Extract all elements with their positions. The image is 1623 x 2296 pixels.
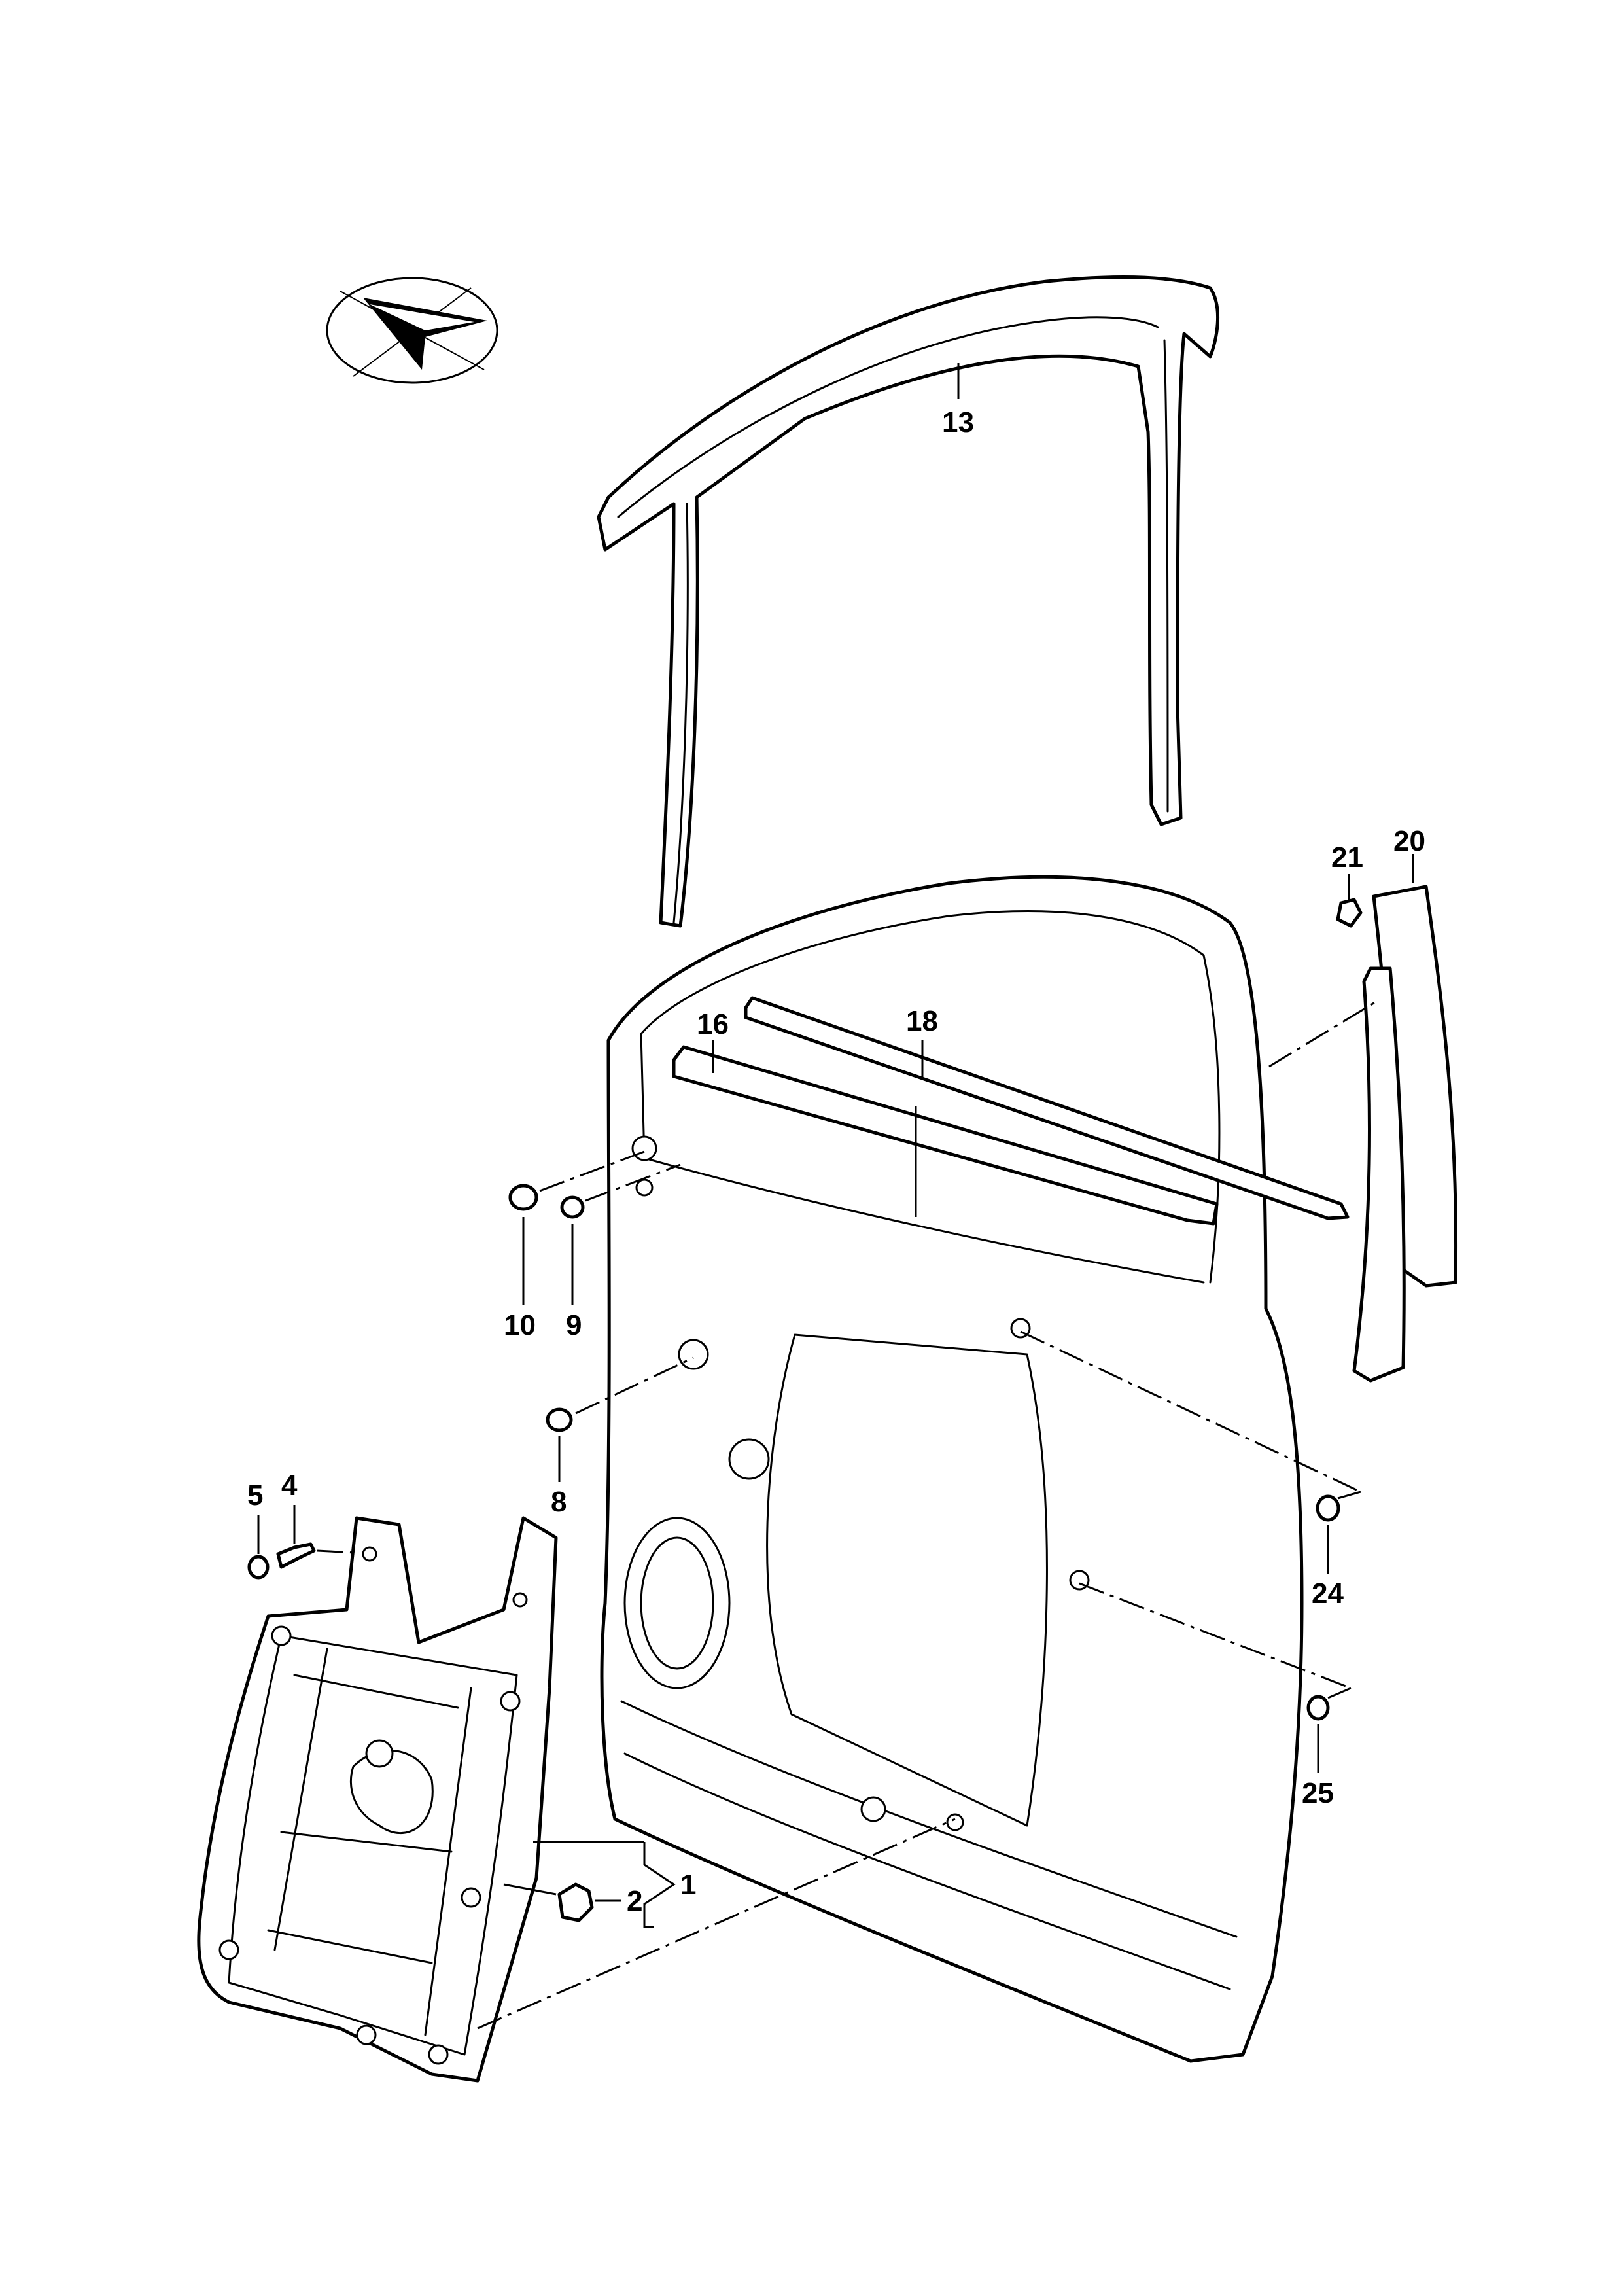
callout-2: 2: [627, 1885, 642, 1917]
callout-1: 1: [680, 1869, 696, 1901]
orientation-arrow-icon: [326, 277, 498, 384]
washer-5: [247, 1515, 270, 1580]
callout-9: 9: [566, 1309, 582, 1341]
pillar-trim-strip: [1268, 854, 1458, 1383]
callout-20: 20: [1393, 825, 1425, 857]
plug-10: [508, 1150, 645, 1211]
plug-25: [1079, 1582, 1352, 1721]
inner-window-seal: [672, 1040, 1219, 1226]
regulator-clip-2: [503, 1882, 621, 1922]
plug-24: [1020, 1330, 1361, 1522]
callout-16: 16: [697, 1008, 729, 1040]
callout-24: 24: [1312, 1578, 1344, 1610]
callout-18: 18: [906, 1005, 938, 1037]
callout-25: 25: [1302, 1777, 1334, 1809]
callout-13: 13: [942, 406, 974, 438]
callout-5: 5: [247, 1479, 263, 1511]
callout-8: 8: [551, 1486, 567, 1518]
plug-8: [546, 1356, 694, 1432]
callout-21: 21: [1331, 841, 1363, 874]
callout-10: 10: [504, 1309, 536, 1341]
window-regulator-assembly: [197, 1516, 558, 2083]
plug-9: [560, 1163, 681, 1219]
door-frame-seal: [597, 275, 1219, 928]
callout-4: 4: [281, 1470, 298, 1502]
callout-1-bracket: [477, 1818, 956, 2030]
outer-window-seal: [744, 996, 1350, 1220]
trim-clip: [1336, 874, 1363, 928]
door-shell: [600, 875, 1304, 2063]
